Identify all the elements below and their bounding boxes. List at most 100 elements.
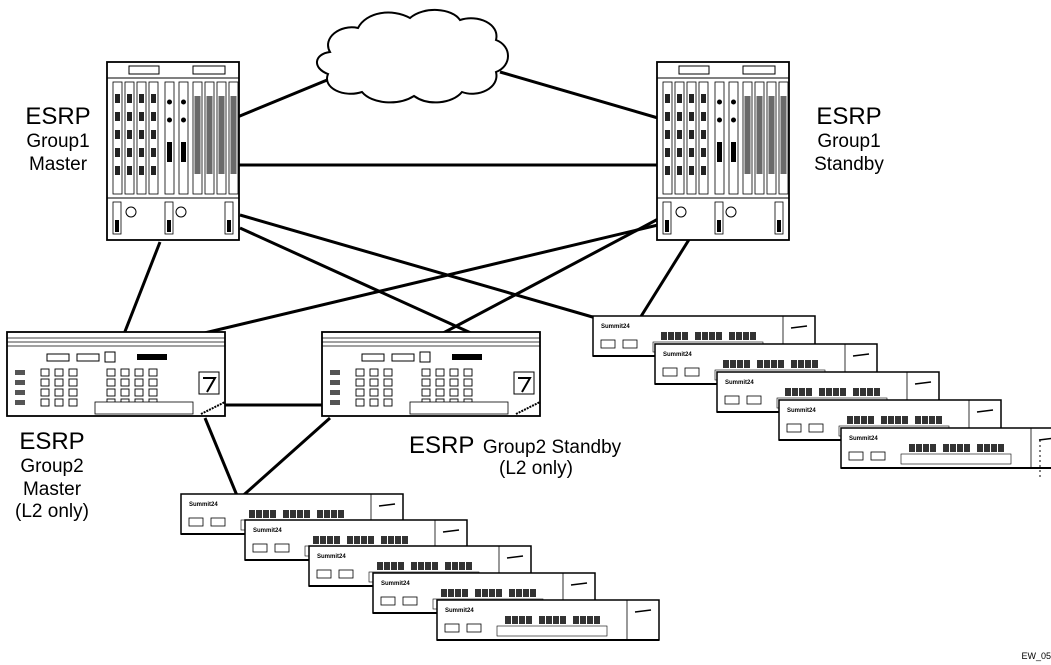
port [324, 510, 330, 518]
console-port [361, 353, 385, 362]
port [746, 395, 762, 405]
port [792, 388, 798, 396]
port [689, 112, 694, 121]
port [463, 368, 473, 377]
summit-brand-label: Summit24 [381, 581, 410, 587]
label-line: ESRP [409, 432, 475, 459]
chassis-handle [678, 65, 710, 75]
display-strip [452, 354, 482, 360]
label-esrp-group1-standby: ESRP Group1 Standby [794, 103, 904, 176]
port [115, 148, 120, 157]
port [977, 444, 983, 452]
port [68, 398, 78, 407]
port [127, 166, 132, 175]
port [929, 416, 935, 424]
network-link [239, 213, 597, 320]
led [167, 117, 172, 123]
mgmt-port [104, 351, 116, 363]
port [459, 562, 465, 570]
network-link [174, 223, 659, 342]
port [120, 368, 130, 377]
label-line: Master [28, 153, 88, 175]
label-line: Group2 Standby [482, 437, 622, 458]
port [338, 510, 344, 518]
power-switch [115, 220, 119, 232]
port-block [780, 96, 787, 174]
summit-brand-label: Summit24 [725, 380, 754, 386]
port [355, 388, 365, 397]
port [435, 378, 445, 387]
led-block [330, 390, 340, 395]
port [40, 378, 50, 387]
port [334, 536, 340, 544]
port [984, 444, 990, 452]
port [750, 332, 756, 340]
extreme-logo-icon [203, 377, 217, 393]
network-link [237, 416, 331, 502]
port [915, 416, 921, 424]
port [701, 112, 706, 121]
port [139, 148, 144, 157]
port [860, 388, 866, 396]
port [444, 623, 460, 633]
port [665, 94, 670, 103]
port [435, 388, 445, 397]
port [40, 398, 50, 407]
port [489, 589, 495, 597]
chassis-switch-group1-master [106, 61, 240, 241]
port [369, 378, 379, 387]
port [943, 444, 949, 452]
port [139, 112, 144, 121]
port [516, 589, 522, 597]
port [729, 332, 735, 340]
led-block [15, 400, 25, 405]
port [355, 368, 365, 377]
port [546, 616, 552, 624]
port [274, 543, 290, 553]
port [270, 510, 276, 518]
mgmt-port [419, 351, 431, 363]
port [263, 510, 269, 518]
port [778, 360, 784, 368]
port [833, 388, 839, 396]
port [847, 416, 853, 424]
port [449, 378, 459, 387]
label-line: Group1 [26, 131, 90, 153]
port [463, 388, 473, 397]
port [682, 332, 688, 340]
port [916, 444, 922, 452]
port [861, 416, 867, 424]
port [338, 569, 354, 579]
port [377, 562, 383, 570]
port [709, 332, 715, 340]
network-link [234, 76, 333, 120]
port [369, 388, 379, 397]
port [895, 416, 901, 424]
port [115, 94, 120, 103]
led [717, 99, 722, 105]
port [757, 360, 763, 368]
port [662, 367, 678, 377]
chassis-handle [192, 65, 226, 75]
port [717, 142, 722, 162]
port [991, 444, 997, 452]
port [354, 536, 360, 544]
console-port [76, 353, 100, 362]
port [677, 94, 682, 103]
port [530, 589, 536, 597]
power-switch [227, 220, 231, 232]
port [724, 395, 740, 405]
port [68, 368, 78, 377]
summit-brand-label: Summit24 [253, 528, 282, 534]
port [594, 616, 600, 624]
port [689, 130, 694, 139]
network-link [499, 70, 659, 120]
port [868, 416, 874, 424]
port [54, 368, 64, 377]
console-port [46, 353, 70, 362]
port [167, 142, 172, 162]
display-strip [137, 354, 167, 360]
port [509, 589, 515, 597]
port [482, 589, 488, 597]
port [826, 388, 832, 396]
